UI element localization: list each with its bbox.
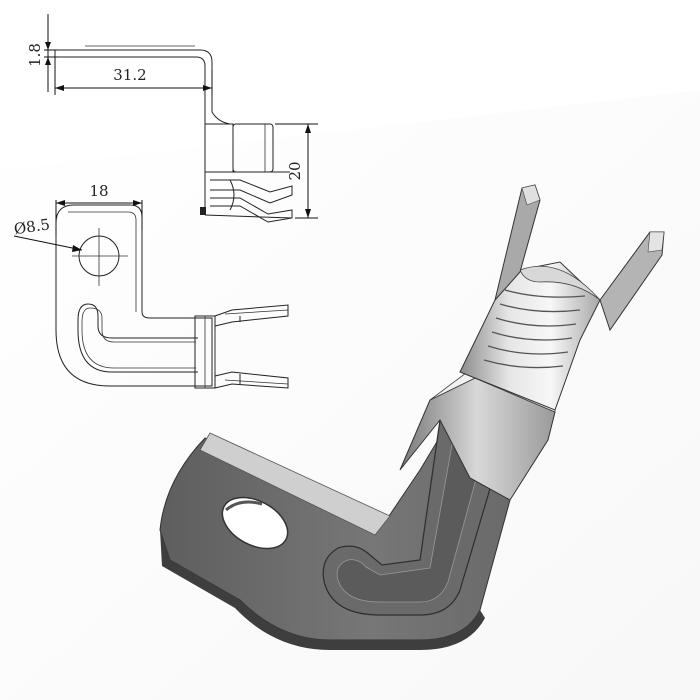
dimension-length: 31.2 bbox=[54, 57, 213, 95]
side-view bbox=[54, 45, 293, 223]
top-view bbox=[55, 204, 289, 389]
barrel-grooves bbox=[483, 289, 586, 369]
dimension-width: 18 bbox=[55, 182, 143, 235]
dimension-hole-diameter: Ø8.5 bbox=[13, 215, 83, 252]
dimension-thickness: 1.8 bbox=[26, 14, 58, 92]
length-label: 31.2 bbox=[113, 66, 146, 84]
dimension-height: 20 bbox=[275, 123, 318, 219]
thickness-label: 1.8 bbox=[26, 43, 44, 67]
isometric-render bbox=[159, 184, 665, 650]
width-label: 18 bbox=[89, 182, 108, 200]
side-view-marker bbox=[200, 207, 206, 215]
height-label: 20 bbox=[286, 161, 304, 180]
hole-diameter-label: Ø8.5 bbox=[13, 215, 51, 238]
